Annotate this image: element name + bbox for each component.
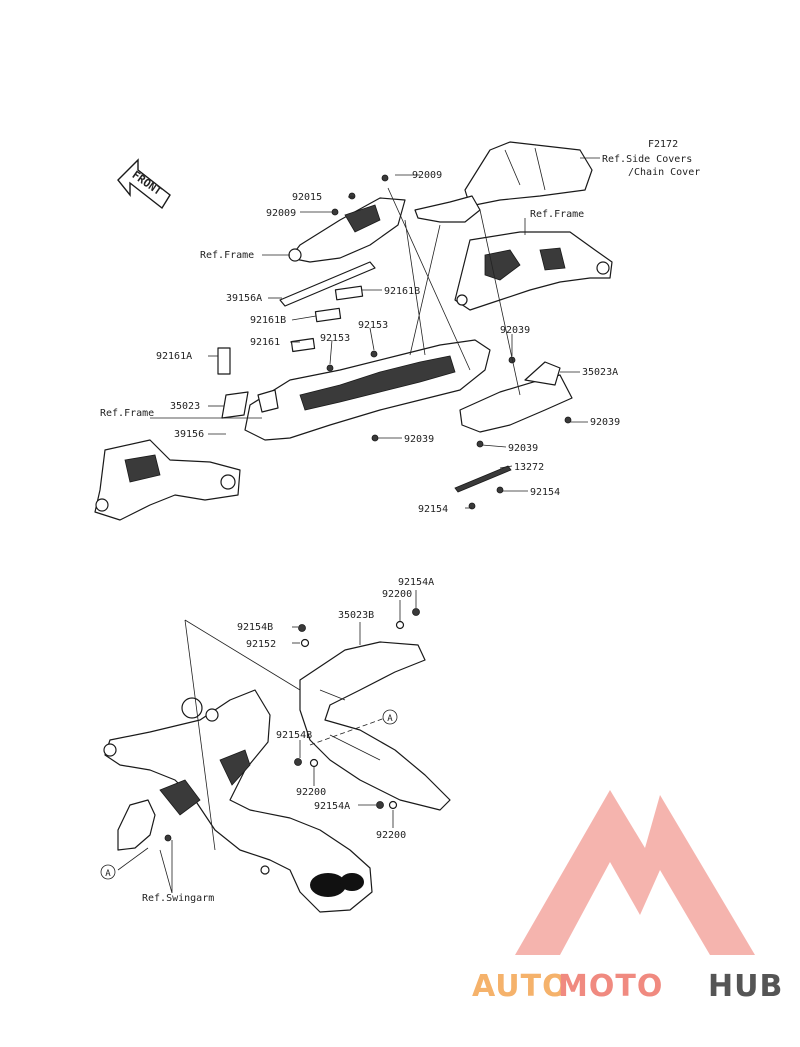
label-ref-frame-top: Ref.Frame (530, 209, 584, 220)
watermark-text: AUTO MOTO HUB (472, 969, 783, 1004)
label-92039-b: 92039 (590, 417, 620, 428)
label-ref-side-covers: Ref.Side Covers (602, 154, 692, 165)
seal-13272-shape (454, 465, 512, 493)
watermark-logo-icon (515, 790, 755, 955)
label-35023a: 35023A (582, 367, 618, 378)
leaders-lower (117, 590, 417, 894)
fasteners-lower (164, 608, 420, 842)
label-92015: 92015 (292, 192, 322, 203)
label-92154-a: 92154 (530, 487, 560, 498)
label-ref-frame-bottom: Ref.Frame (100, 408, 154, 419)
main-tray-shape (221, 339, 491, 441)
label-92154a-low: 92154A (314, 801, 350, 812)
watermark-auto: AUTO (472, 969, 569, 1004)
side-cover-shape (414, 141, 593, 223)
label-ref-frame-left: Ref.Frame (200, 250, 254, 261)
lower-guard-shape (117, 799, 156, 851)
seal-39156a-shape (279, 261, 376, 307)
cover-35023a-shape (459, 361, 573, 433)
front-arrow: FRONT (117, 158, 171, 210)
label-35023b: 35023B (338, 610, 374, 621)
label-92153-a: 92153 (358, 320, 388, 331)
callout-a-lower: A (100, 864, 116, 880)
chain-cover-35023b-shape (299, 641, 451, 811)
label-92153-b: 92153 (320, 333, 350, 344)
label-92161b-a: 92161B (384, 286, 420, 297)
label-92009-a: 92009 (412, 170, 442, 181)
label-ref-swingarm: Ref.Swingarm (142, 893, 214, 904)
label-35023: 35023 (170, 401, 200, 412)
upper-bracket-shape (288, 197, 406, 263)
label-chain-cover: /Chain Cover (628, 167, 700, 178)
label-92161a: 92161A (156, 351, 192, 362)
label-92200-low: 92200 (376, 830, 406, 841)
frame-left-shape (94, 439, 241, 521)
label-92161: 92161 (250, 337, 280, 348)
watermark-hub: HUB (708, 969, 783, 1004)
fasteners-upper (326, 174, 572, 510)
part-labels: F2172 Ref.Side Covers /Chain Cover Ref.F… (100, 139, 700, 904)
label-13272: 13272 (514, 462, 544, 473)
callout-a-upper: A (382, 709, 398, 725)
label-92161b-b: 92161B (250, 315, 286, 326)
label-92152: 92152 (246, 639, 276, 650)
label-39156: 39156 (174, 429, 204, 440)
label-92039-a: 92039 (500, 325, 530, 336)
svg-text:A: A (387, 714, 393, 724)
swingarm-shape (103, 689, 373, 913)
leaders-upper (150, 157, 600, 509)
watermark-moto: MOTO (558, 969, 663, 1004)
label-92154b-top: 92154B (237, 622, 273, 633)
frame-upper-right-shape (454, 231, 613, 311)
label-92154-b: 92154 (418, 504, 448, 515)
pads-shape (217, 285, 364, 375)
label-92039-c: 92039 (404, 434, 434, 445)
label-92200-mid: 92200 (296, 787, 326, 798)
label-92200-top: 92200 (382, 589, 412, 600)
label-92154a-top: 92154A (398, 577, 434, 588)
svg-text:A: A (105, 869, 111, 879)
label-39156a: 39156A (226, 293, 262, 304)
label-92154b-mid: 92154B (276, 730, 312, 741)
label-92039-d: 92039 (508, 443, 538, 454)
label-f2172: F2172 (648, 139, 678, 150)
label-92009-b: 92009 (266, 208, 296, 219)
